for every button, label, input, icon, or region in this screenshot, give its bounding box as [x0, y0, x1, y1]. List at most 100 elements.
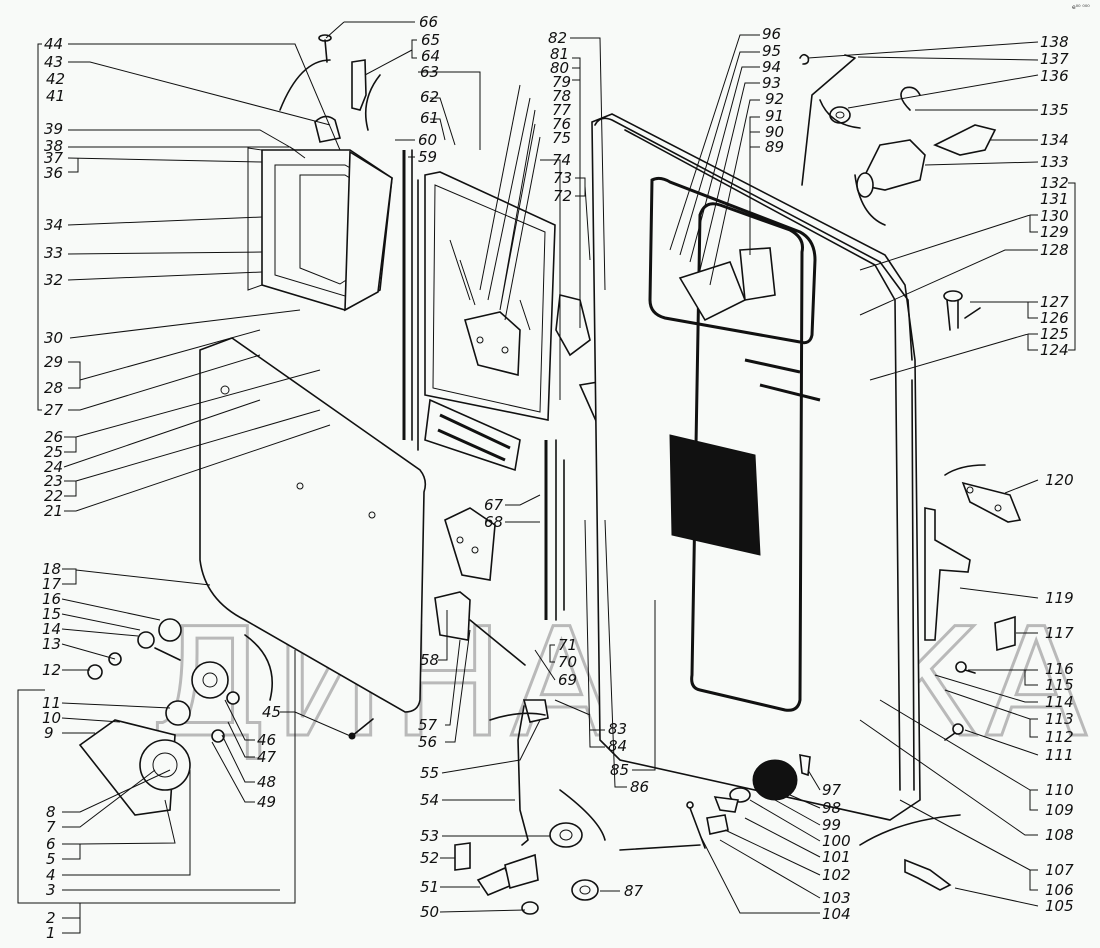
callout-128: 128 — [1040, 241, 1069, 259]
callout-81: 81 — [550, 45, 569, 63]
callout-21: 21 — [44, 502, 63, 520]
callout-49: 49 — [257, 793, 276, 811]
callout-57: 57 — [418, 716, 438, 734]
lock-cylinder-133 — [856, 139, 926, 198]
callout-50: 50 — [420, 903, 439, 921]
callout-2: 2 — [46, 909, 56, 927]
callout-3: 3 — [46, 881, 56, 899]
callout-66: 66 — [419, 13, 438, 31]
grouping-arcs — [244, 59, 986, 846]
callout-13: 13 — [42, 635, 61, 653]
callout-100: 100 — [822, 832, 851, 850]
regulator-gear-assembly — [78, 661, 240, 816]
callout-43: 43 — [44, 53, 63, 71]
callout-18: 18 — [42, 560, 61, 578]
callout-110: 110 — [1045, 781, 1074, 799]
callout-96: 96 — [762, 25, 781, 43]
callout-131: 131 — [1040, 190, 1069, 208]
callout-137: 137 — [1040, 50, 1069, 68]
callout-12: 12 — [42, 661, 61, 679]
callout-22: 22 — [44, 487, 63, 505]
callout-102: 102 — [822, 866, 851, 884]
callout-69: 69 — [558, 671, 577, 689]
window-regulator-motor — [444, 507, 496, 581]
window-regulator-plate — [463, 311, 521, 377]
callout-34: 34 — [44, 216, 63, 234]
callout-127: 127 — [1040, 293, 1069, 311]
door-glass — [424, 171, 556, 421]
lock-rod-pull — [619, 801, 706, 851]
callout-14: 14 — [42, 620, 61, 638]
corner-mark: e⁰⁰ ⁰⁰⁰ — [1072, 4, 1090, 11]
callout-73: 73 — [553, 169, 572, 187]
callout-42: 42 — [46, 70, 65, 88]
door-inner-opening — [669, 434, 761, 556]
callout-27: 27 — [44, 401, 64, 419]
callout-79: 79 — [552, 73, 571, 91]
callout-72: 72 — [553, 187, 572, 205]
outer-handle-parts — [706, 754, 811, 835]
cap-117 — [994, 615, 1016, 652]
callout-47: 47 — [257, 748, 277, 766]
callout-92: 92 — [765, 90, 784, 108]
callout-107: 107 — [1045, 861, 1074, 879]
callout-115: 115 — [1045, 676, 1074, 694]
clip-138 — [799, 53, 810, 65]
callout-7: 7 — [46, 818, 56, 836]
callout-56: 56 — [418, 733, 437, 751]
callout-119: 119 — [1045, 589, 1074, 607]
callout-136: 136 — [1040, 67, 1069, 85]
callout-112: 112 — [1045, 728, 1074, 746]
bracket-105 — [904, 858, 952, 891]
callout-95: 95 — [762, 42, 781, 60]
callout-41: 41 — [46, 87, 65, 105]
callout-105: 105 — [1045, 897, 1074, 915]
callout-65: 65 — [421, 31, 440, 49]
callout-33: 33 — [44, 244, 63, 262]
callout-111: 111 — [1045, 746, 1074, 764]
callout-11: 11 — [42, 694, 61, 712]
callout-9: 9 — [44, 724, 54, 742]
callout-99: 99 — [822, 816, 841, 834]
callout-70: 70 — [558, 653, 577, 671]
callout-83: 83 — [608, 720, 627, 738]
callout-17: 17 — [42, 575, 62, 593]
callout-80: 80 — [550, 59, 569, 77]
callout-109: 109 — [1045, 801, 1074, 819]
callout-38: 38 — [44, 137, 63, 155]
handle-crank — [87, 618, 182, 680]
callout-97: 97 — [822, 781, 842, 799]
callout-132: 132 — [1040, 174, 1069, 192]
callout-130: 130 — [1040, 207, 1069, 225]
bracket-64 — [351, 59, 367, 111]
callout-37: 37 — [44, 149, 64, 167]
key-134 — [933, 124, 997, 156]
callout-5: 5 — [46, 850, 56, 868]
callout-76: 76 — [552, 115, 571, 133]
callout-48: 48 — [257, 773, 276, 791]
door-weatherstrip-seal — [594, 117, 915, 791]
callout-25: 25 — [44, 443, 63, 461]
callout-126: 126 — [1040, 309, 1069, 327]
bolt-111 — [944, 723, 964, 741]
bolt-116 — [955, 661, 976, 674]
callout-133: 133 — [1040, 153, 1069, 171]
callout-120: 120 — [1045, 471, 1074, 489]
callout-87: 87 — [624, 882, 644, 900]
callout-63: 63 — [420, 63, 439, 81]
screw-66 — [318, 34, 332, 63]
callout-8: 8 — [46, 803, 56, 821]
window-guide-channel — [402, 149, 419, 451]
callout-23: 23 — [44, 472, 63, 490]
callout-75: 75 — [552, 129, 571, 147]
callout-28: 28 — [44, 379, 63, 397]
callout-125: 125 — [1040, 325, 1069, 343]
callout-138: 138 — [1040, 33, 1069, 51]
lock-pin-127 — [943, 290, 981, 331]
callout-104: 104 — [822, 905, 851, 923]
callout-46: 46 — [257, 731, 276, 749]
callout-116: 116 — [1045, 660, 1074, 678]
callout-94: 94 — [762, 58, 781, 76]
vent-window-glass — [344, 150, 393, 312]
